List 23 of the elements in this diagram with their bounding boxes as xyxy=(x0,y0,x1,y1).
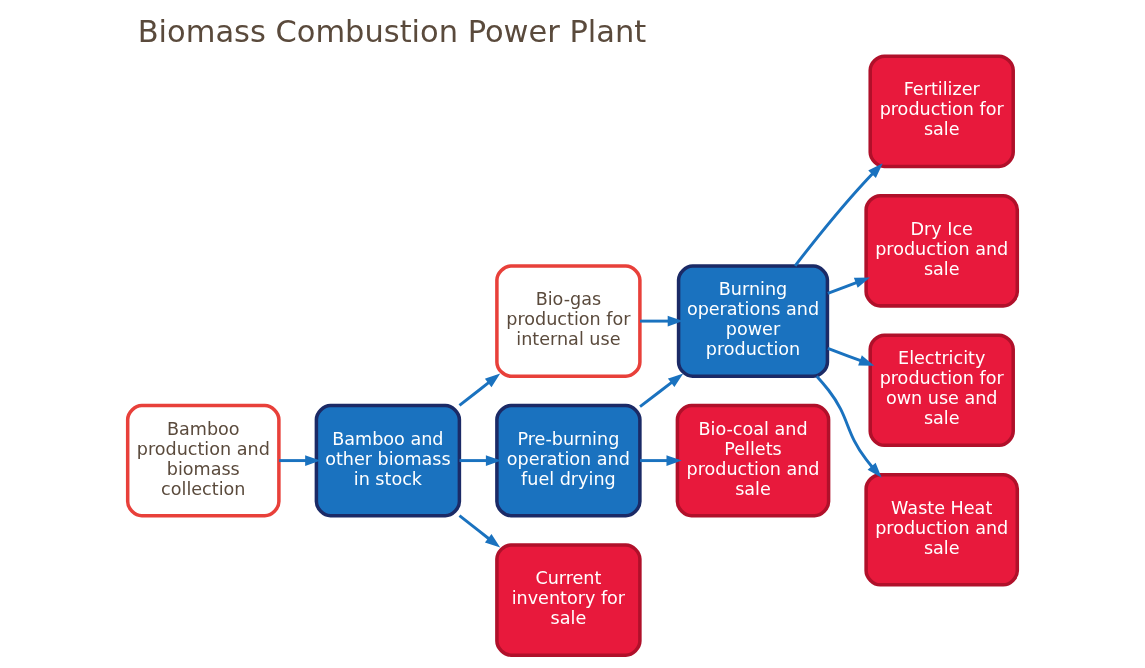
node-box: Current inventory for sale xyxy=(495,543,642,657)
arrow xyxy=(459,455,502,466)
arrow xyxy=(793,163,883,267)
arrow xyxy=(815,375,882,478)
node-box: Electricity production for own use and sale xyxy=(868,333,1015,448)
node-box: Dry Ice production and sale xyxy=(864,193,1020,308)
diagram-title: Biomass Combustion Power Plant xyxy=(137,13,647,49)
arrow xyxy=(639,373,684,408)
node-box: Bamboo and other biomass in stock xyxy=(314,403,462,518)
arrow xyxy=(640,315,683,327)
node-box: Pre-burning operation and fuel drying xyxy=(495,403,642,518)
node-box: Bio-coal and Pellets production and sale xyxy=(675,403,831,518)
node-box: Burning operations and power production xyxy=(676,264,830,378)
arrow xyxy=(458,514,501,548)
node-box: Waste Heat production and sale xyxy=(864,472,1020,587)
node-box: Bamboo production and biomass collection xyxy=(125,403,281,518)
arrow xyxy=(640,455,682,466)
node-box: Bio-gas production for internal use xyxy=(495,264,642,378)
arrow xyxy=(827,347,875,366)
arrow xyxy=(279,455,321,466)
arrow xyxy=(458,373,501,407)
node-box: Fertilizer production for sale xyxy=(868,54,1015,169)
arrow xyxy=(827,277,871,295)
